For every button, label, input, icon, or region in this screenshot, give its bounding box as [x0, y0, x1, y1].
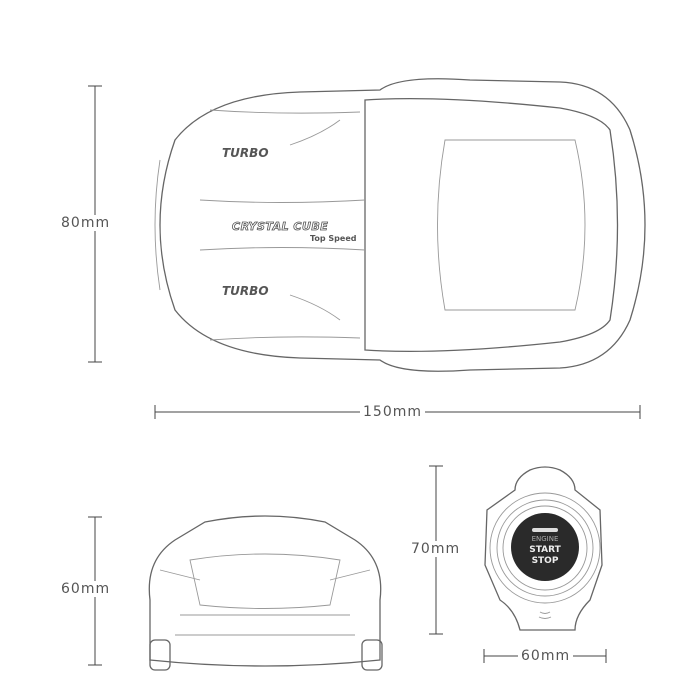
dim-label-controller-height: 70mm [408, 541, 464, 557]
turbo-decal-top: TURBO [222, 146, 269, 160]
dim-label-car-length: 150mm [360, 404, 425, 420]
controller-sketch [484, 466, 603, 631]
tagline-decal: Top Speed [310, 234, 357, 243]
dim-label-car-height: 80mm [58, 215, 114, 231]
button-label-start: START [529, 545, 561, 555]
button-label-stop: STOP [531, 556, 559, 566]
dim-label-controller-width: 60mm [518, 648, 574, 664]
turbo-decal-bottom: TURBO [222, 284, 269, 298]
engine-start-stop-button [511, 513, 579, 581]
controller-button-label: ENGINE START STOP [511, 534, 579, 567]
car-top-view-sketch [154, 78, 646, 372]
brand-decal: CRYSTAL CUBE [232, 220, 329, 234]
dim-label-front-height: 60mm [58, 581, 114, 597]
car-front-view-sketch [148, 515, 383, 671]
button-label-engine: ENGINE [531, 535, 559, 543]
